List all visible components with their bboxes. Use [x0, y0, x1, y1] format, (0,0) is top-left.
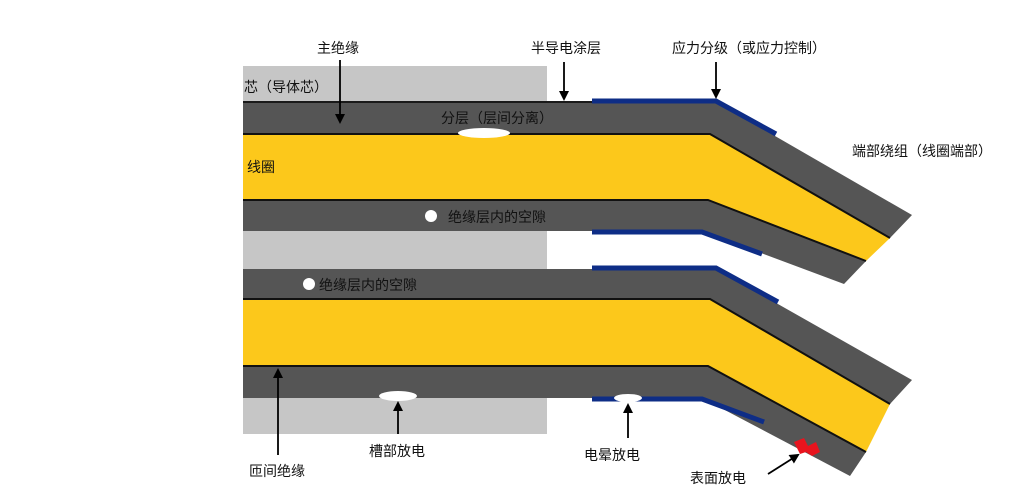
label-coil: 线圈 — [247, 160, 275, 176]
label-stress-grading: 应力分级（或应力控制） — [672, 40, 826, 57]
corona-discharge-void — [614, 394, 642, 402]
lower-coil-conductor — [243, 299, 890, 452]
label-corona-discharge: 电晕放电 — [584, 448, 640, 464]
label-main-insulation: 主绝缘 — [317, 41, 359, 57]
label-turn-insulation: 匝间绝缘 — [249, 464, 305, 480]
callout-arrows — [273, 60, 800, 475]
upper-coil-edge-bottom — [243, 199, 867, 262]
upper-coil-conductor — [243, 134, 890, 261]
upper-void-dot — [425, 210, 437, 222]
lower-insulation-top — [243, 269, 912, 404]
upper-insulation-top — [243, 102, 912, 238]
label-delamination: 分层（层间分离） — [441, 110, 553, 127]
lower-coil-edge-bottom — [243, 365, 867, 453]
label-void-top: 绝缘层内的空隙 — [448, 210, 546, 226]
lower-coil-bar — [243, 265, 912, 476]
upper-coil-edge-top — [243, 133, 891, 239]
label-semi-coating: 半导电涂层 — [531, 41, 601, 57]
spark-icon — [794, 438, 820, 456]
label-surface-discharge: 表面放电 — [690, 471, 746, 487]
upper-stress-grading-bottom — [592, 229, 763, 257]
label-void-bottom: 绝缘层内的空隙 — [319, 278, 417, 294]
delamination-void — [458, 128, 510, 138]
lower-coil-edge-top — [243, 298, 891, 405]
upper-coil-bar — [243, 98, 912, 284]
label-end-winding: 端部绕组（线圈端部） — [852, 144, 992, 160]
slot-discharge-void — [379, 391, 417, 401]
lower-stress-grading-top — [592, 265, 780, 305]
label-slot-discharge: 槽部放电 — [369, 444, 425, 460]
upper-stress-grading-top — [592, 98, 778, 137]
upper-insulation-bottom — [243, 200, 866, 284]
lower-void-dot — [303, 278, 315, 290]
label-core: 芯（导体芯） — [244, 80, 328, 96]
arrow-surface-discharge — [767, 453, 800, 475]
